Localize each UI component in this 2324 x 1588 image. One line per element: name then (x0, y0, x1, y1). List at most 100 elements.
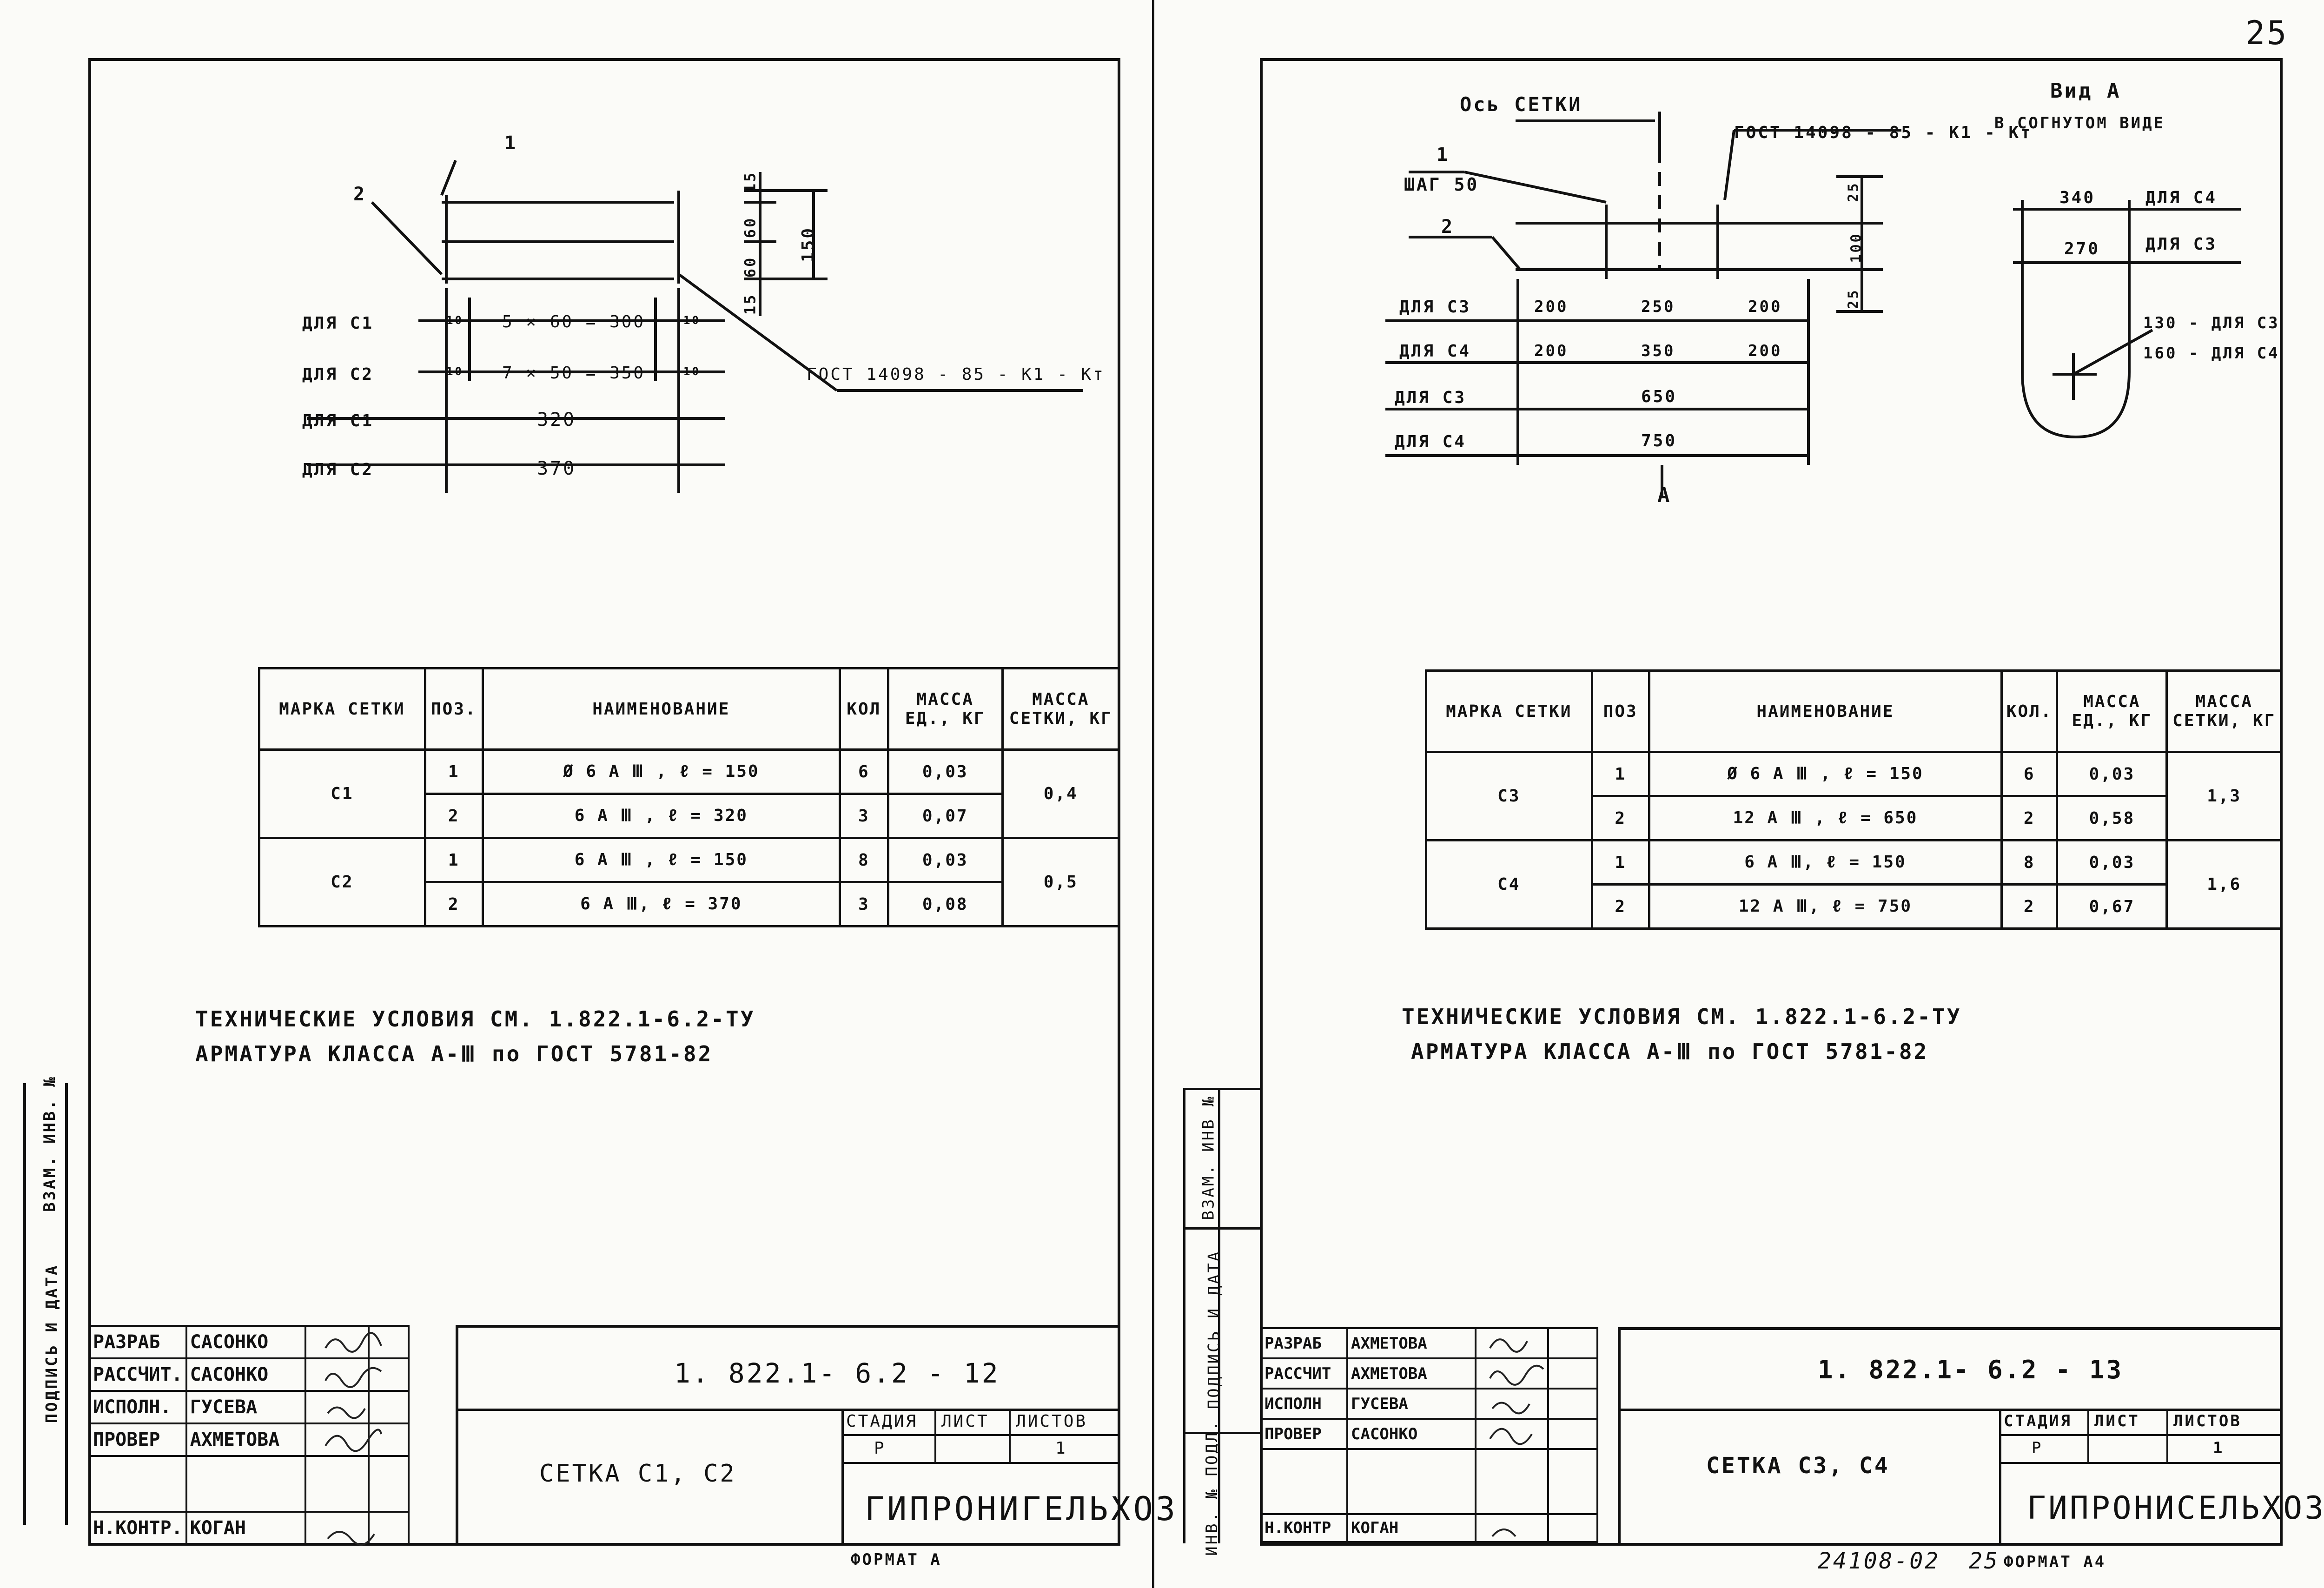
format-label: ФОРМАТ А4 (2004, 1553, 2106, 1571)
dim-row-label: ДЛЯ С3 (1395, 388, 1467, 407)
unit-mass-cell: 0,03 (887, 837, 1004, 883)
tech-conditions-note: ТЕХНИЧЕСКИЕ УСЛОВИЯ СМ. 1.822.1-6.2-ТУ (1402, 1004, 1962, 1029)
header-name: НАИМЕНОВАНИЕ (1648, 669, 2003, 753)
title-block-divider (2087, 1409, 2089, 1462)
stage-value: Р (2032, 1439, 2043, 1457)
dim-row-left: 10 (446, 314, 463, 327)
name-cell: АХМЕТОВА (1346, 1327, 1477, 1359)
stage-value: Р (874, 1439, 886, 1458)
pos-cell: 1 (424, 748, 484, 795)
title-block-divider (2166, 1409, 2168, 1462)
dim-row-label: ДЛЯ С1 (302, 411, 374, 430)
right-spec-table: МАРКА СЕТКИ ПОЗ НАИМЕНОВАНИЕ КОЛ. МАССА … (1425, 669, 2283, 930)
right-signatures (1489, 1338, 1544, 1537)
title-block-divider (1009, 1409, 1011, 1462)
role-cell: ИСПОЛН. (88, 1390, 187, 1424)
footer-number: 24108-02 (1818, 1548, 1940, 1574)
rebar-class-note: АРМАТУРА КЛАССА А-Ⅲ по ГОСТ 5781-82 (1411, 1039, 1929, 1064)
name-cell: 6 A Ⅲ , ℓ = 150 (481, 837, 841, 883)
role-cell: РАЗРАБ (88, 1325, 187, 1359)
title-block-line (1999, 1462, 2283, 1464)
sheet-label: ЛИСТ (941, 1412, 989, 1431)
header-total-mass: МАССА СЕТКИ, КГ (1001, 667, 1121, 751)
role-cell (88, 1455, 187, 1513)
role-cell (1260, 1448, 1348, 1515)
name-cell: ГУСЕВА (1346, 1388, 1477, 1420)
callout-2: 2 (1441, 216, 1455, 238)
unit-mass-cell: 0,58 (2056, 795, 2168, 841)
drawing-code: 1. 822.1- 6.2 - 13 (1818, 1355, 2124, 1384)
qty-cell: 2 (2000, 883, 2059, 930)
right-stamp-line (1183, 1088, 1260, 1090)
name-cell: САСОНКО (185, 1325, 306, 1359)
header-name: НАИМЕНОВАНИЕ (481, 667, 841, 751)
bent-dim-label: ДЛЯ С3 (2145, 235, 2218, 254)
axis-label: Ось СЕТКИ (1460, 93, 1582, 116)
qty-cell: 2 (2000, 795, 2059, 841)
name-cell (185, 1455, 306, 1513)
title-block-line (456, 1409, 1120, 1411)
name-cell: Ø 6 A Ⅲ , ℓ = 150 (481, 748, 841, 795)
title-block-top-line (1618, 1327, 2283, 1330)
bent-dim-note: 130 - ДЛЯ С3 (2143, 314, 2280, 332)
unit-mass-cell: 0,67 (2056, 883, 2168, 930)
title-block-line (841, 1462, 1120, 1464)
right-stamp-line (1183, 1227, 1260, 1230)
total-mass-cell: 1,3 (2165, 751, 2283, 841)
header-mark: МАРКА СЕТКИ (1425, 669, 1593, 753)
dim-150: 150 (799, 226, 818, 263)
dim-row-a: 200 (1534, 342, 1569, 360)
page-number: 25 (2245, 14, 2289, 52)
right-mesh-drawing (1385, 112, 2241, 497)
qty-cell: 3 (838, 881, 889, 927)
sheet-separator (1152, 0, 1154, 1588)
right-stamp-border (1218, 1088, 1220, 1543)
dim-row-a: 200 (1534, 298, 1569, 316)
title-block-line (841, 1434, 1120, 1436)
mark-cell: С2 (258, 837, 426, 927)
organization: ГИПРОНИСЕЛЬХОЗ (2027, 1490, 2324, 1527)
pos-cell: 1 (424, 837, 484, 883)
sheets-label: ЛИСТОВ (1016, 1412, 1088, 1431)
name-cell: АХМЕТОВА (185, 1423, 306, 1457)
dim-row-c: 200 (1748, 342, 1782, 360)
role-cell: Н.КОНТР (1260, 1513, 1348, 1543)
mark-cell: С1 (258, 748, 426, 839)
name-cell: 6 A Ⅲ, ℓ = 370 (481, 881, 841, 927)
view-label: Вид А (2050, 79, 2121, 103)
dim-25-top: 25 (1845, 181, 1862, 202)
name-cell: 6 A Ⅲ , ℓ = 320 (481, 793, 841, 839)
qty-cell: 6 (838, 748, 889, 795)
header-unit-mass: МАССА ЕД., КГ (887, 667, 1004, 751)
dim-100: 100 (1848, 232, 1865, 263)
title-block-line (1618, 1409, 2283, 1411)
unit-mass-cell: 0,03 (2056, 751, 2168, 797)
qty-cell: 6 (2000, 751, 2059, 797)
role-cell: РАЗРАБ (1260, 1327, 1348, 1359)
sheets-label: ЛИСТОВ (2173, 1412, 2242, 1430)
dim-60-a: 60 (741, 216, 759, 238)
name-cell: САСОНКО (185, 1357, 306, 1392)
organization: ГИПРОНИГЕЛЬХОЗ (865, 1490, 1179, 1528)
rebar-class-note: АРМАТУРА КЛАССА А-Ⅲ по ГОСТ 5781-82 (195, 1041, 713, 1066)
title-block-top-line (456, 1325, 1120, 1328)
title-block-divider (1999, 1409, 2001, 1546)
total-mass-cell: 0,4 (1001, 748, 1121, 839)
dim-row-value: 5 × 60 = 300 (502, 312, 646, 331)
pos-cell: 2 (424, 793, 484, 839)
view-sub-label: В СОГНУТОМ ВИДЕ (1994, 114, 2165, 132)
header-pos: ПОЗ (1590, 669, 1650, 753)
sheets-value: 1 (1055, 1439, 1067, 1458)
name-cell: САСОНКО (1346, 1418, 1477, 1450)
side-label-inv: ВЗАМ. ИНВ № (1199, 1095, 1218, 1220)
unit-mass-cell: 0,03 (887, 748, 1004, 795)
dim-row-label: ДЛЯ С4 (1395, 432, 1467, 451)
dim-row-label: ДЛЯ С1 (302, 314, 374, 333)
qty-cell: 8 (838, 837, 889, 883)
pos-cell: 2 (1590, 883, 1650, 930)
title-block-divider (1618, 1327, 1621, 1546)
side-label-sign: ПОДПИСЬ И ДАТА (42, 1264, 61, 1423)
step-label: ШАГ 50 (1404, 174, 1479, 195)
